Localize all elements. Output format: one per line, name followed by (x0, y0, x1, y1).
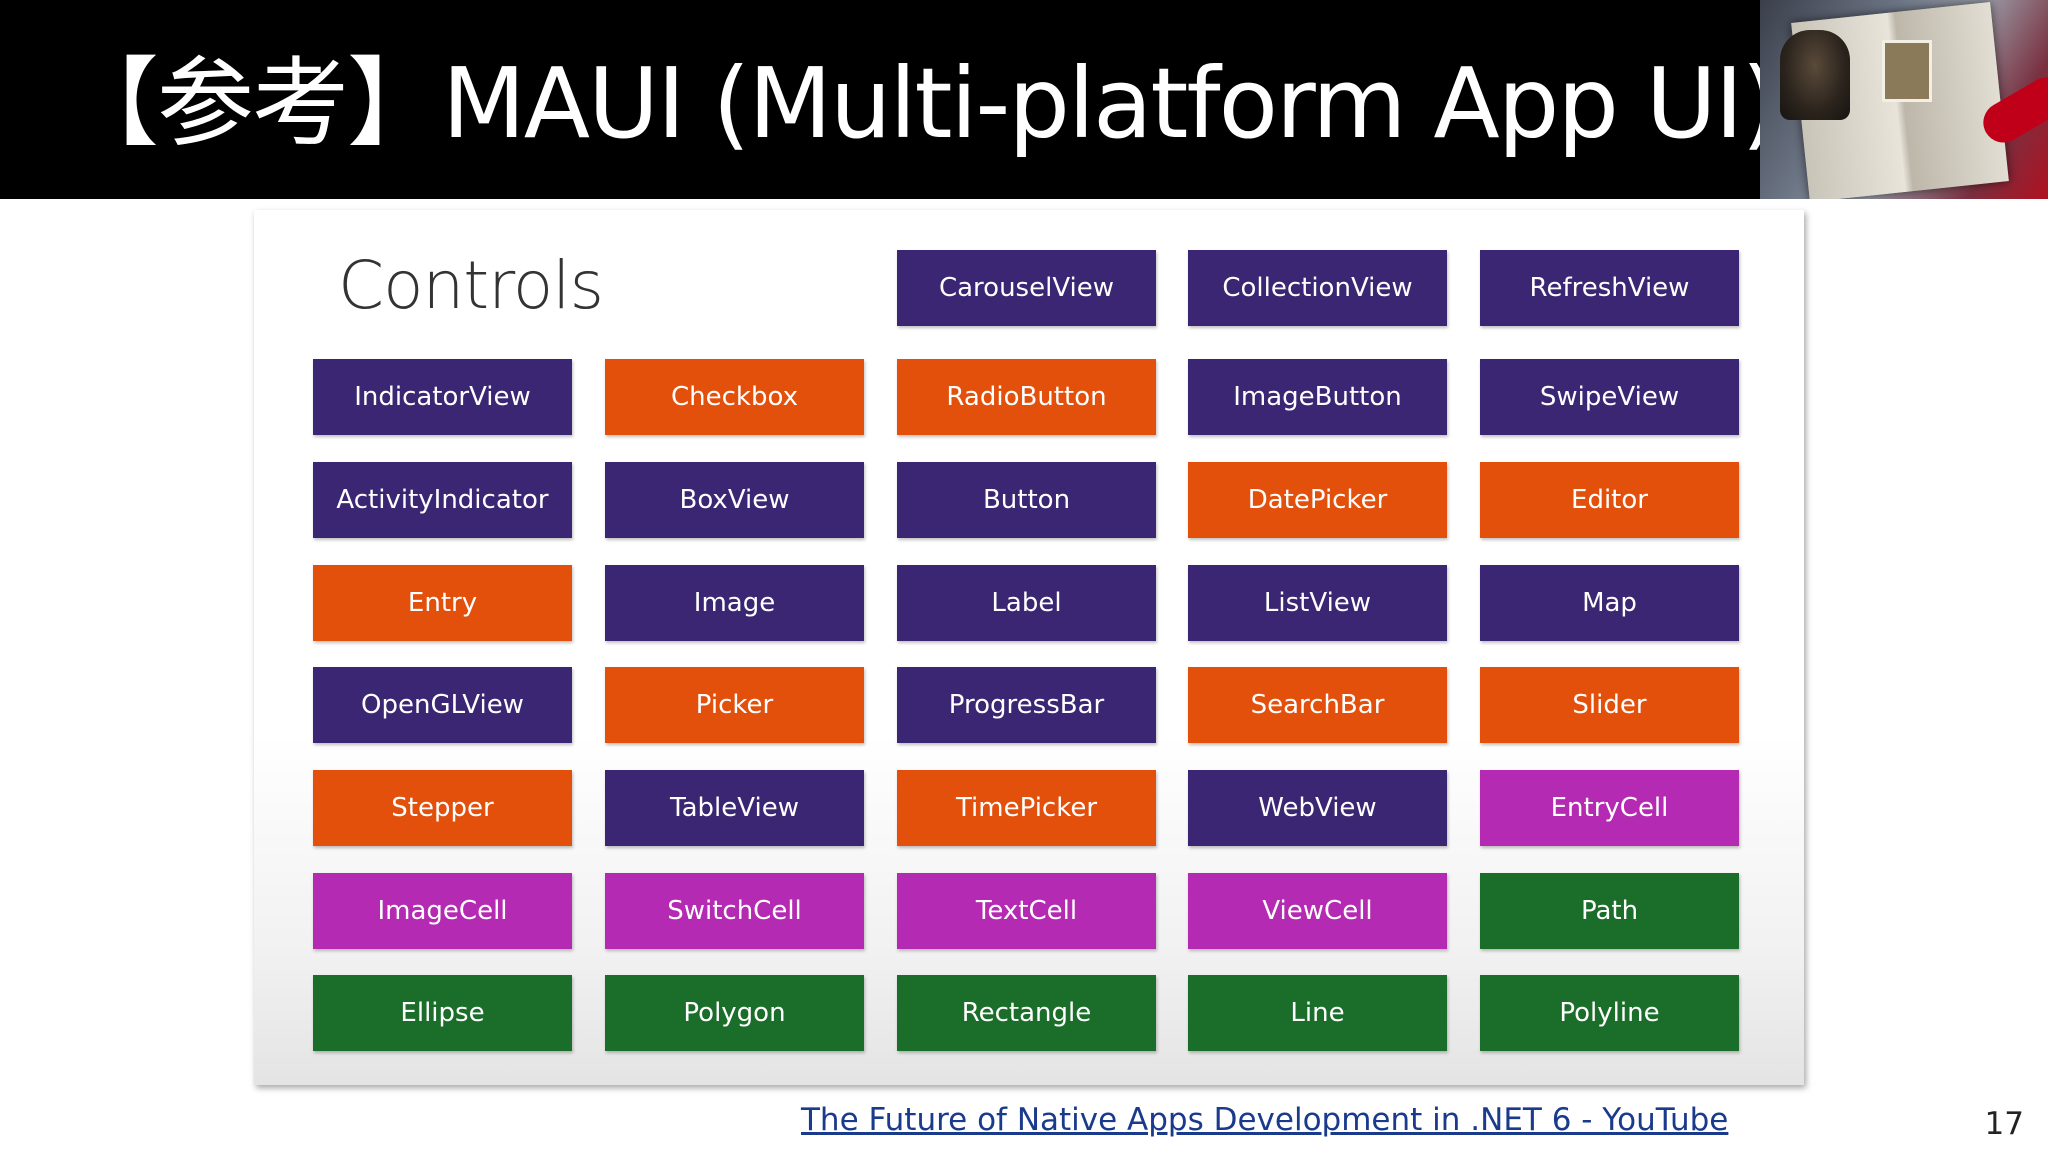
control-tile-button: Button (897, 462, 1156, 538)
control-tile-refreshview: RefreshView (1480, 250, 1739, 326)
person-photo (1780, 30, 1850, 120)
control-tile-line: Line (1188, 975, 1447, 1051)
control-tile-image: Image (605, 565, 864, 641)
control-tile-progressbar: ProgressBar (897, 667, 1156, 743)
title-bar: 【参考】MAUI (Multi-platform App UI) (0, 0, 2048, 199)
book-page-photo (1882, 40, 1932, 102)
control-tile-datepicker: DatePicker (1188, 462, 1447, 538)
slide-title: 【参考】MAUI (Multi-platform App UI) (62, 47, 1779, 160)
control-tile-path: Path (1480, 873, 1739, 949)
control-tile-imagebutton: ImageButton (1188, 359, 1447, 435)
controls-heading: Controls (338, 247, 604, 324)
source-video-link[interactable]: The Future of Native Apps Development in… (801, 1102, 1729, 1138)
control-tile-entry: Entry (313, 565, 572, 641)
control-tile-entrycell: EntryCell (1480, 770, 1739, 846)
control-tile-rectangle: Rectangle (897, 975, 1156, 1051)
controls-slide-image: Controls CarouselView CollectionView Refre… (254, 210, 1804, 1085)
control-tile-radiobutton: RadioButton (897, 359, 1156, 435)
control-tile-tableview: TableView (605, 770, 864, 846)
control-tile-stepper: Stepper (313, 770, 572, 846)
control-tile-map: Map (1480, 565, 1739, 641)
control-tile-activityindicator: ActivityIndicator (313, 462, 572, 538)
control-tile-picker: Picker (605, 667, 864, 743)
control-tile-switchcell: SwitchCell (605, 873, 864, 949)
page-number: 17 (1984, 1106, 2024, 1142)
control-tile-boxview: BoxView (605, 462, 864, 538)
control-tile-searchbar: SearchBar (1188, 667, 1447, 743)
control-tile-label: Label (897, 565, 1156, 641)
control-tile-viewcell: ViewCell (1188, 873, 1447, 949)
control-tile-editor: Editor (1480, 462, 1739, 538)
control-tile-checkbox: Checkbox (605, 359, 864, 435)
control-tile-textcell: TextCell (897, 873, 1156, 949)
control-tile-collectionview: CollectionView (1188, 250, 1447, 326)
control-tile-ellipse: Ellipse (313, 975, 572, 1051)
control-tile-polygon: Polygon (605, 975, 864, 1051)
control-tile-imagecell: ImageCell (313, 873, 572, 949)
control-tile-indicatorview: IndicatorView (313, 359, 572, 435)
control-tile-timepicker: TimePicker (897, 770, 1156, 846)
control-tile-openglview: OpenGLView (313, 667, 572, 743)
control-tile-swipeview: SwipeView (1480, 359, 1739, 435)
control-tile-carouselview: CarouselView (897, 250, 1156, 326)
control-tile-polyline: Polyline (1480, 975, 1739, 1051)
control-tile-slider: Slider (1480, 667, 1739, 743)
presenter-video-thumbnail (1760, 0, 2048, 199)
control-tile-webview: WebView (1188, 770, 1447, 846)
control-tile-listview: ListView (1188, 565, 1447, 641)
